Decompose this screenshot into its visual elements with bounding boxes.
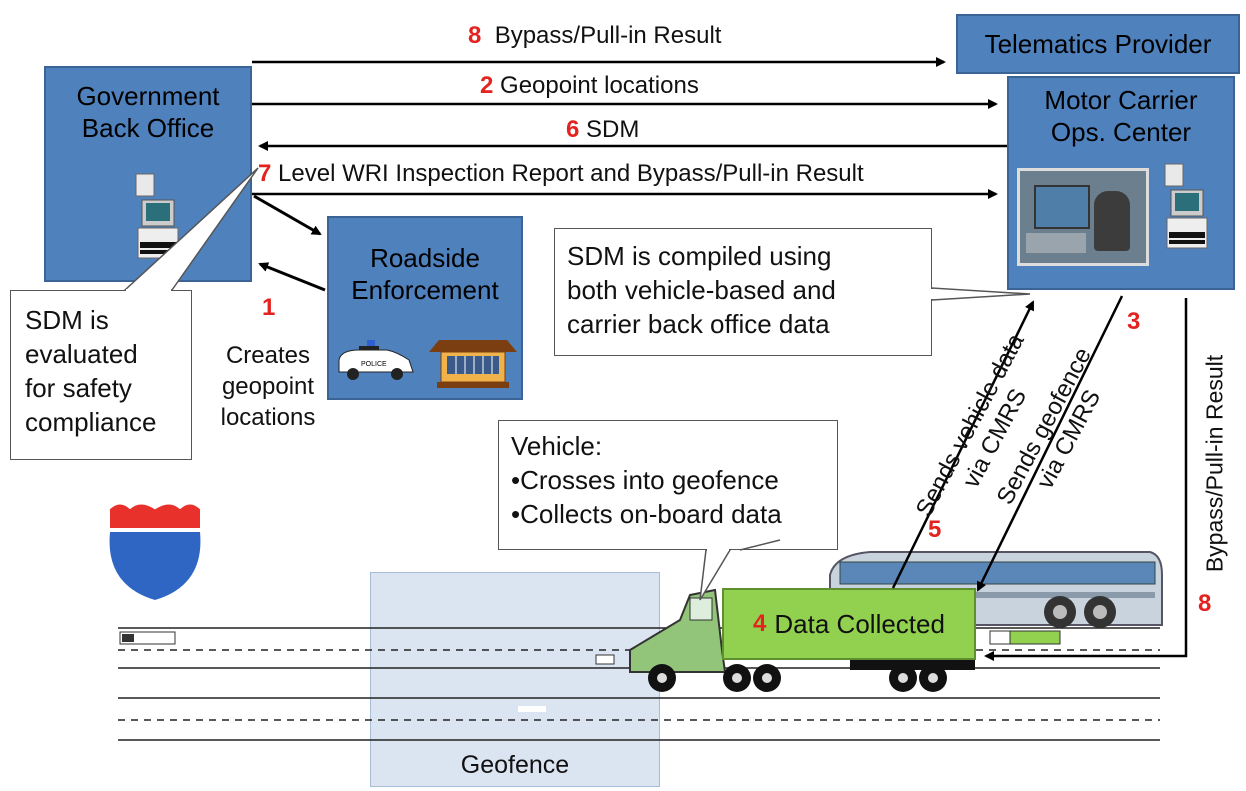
inspection-station-icon bbox=[429, 340, 517, 388]
arrow-5-vehicle-data bbox=[891, 300, 1035, 589]
telematics-provider: Telematics Provider bbox=[956, 14, 1240, 74]
roadside-enforcement: Roadside Enforcement POLICE bbox=[327, 216, 523, 400]
arrow-roadside-to-gov bbox=[258, 262, 326, 292]
arrow-gov-to-roadside bbox=[253, 194, 322, 236]
callout-line: •Collects on-board data bbox=[511, 499, 782, 529]
sdm-evaluated-callout: SDM is evaluated for safety compliance bbox=[10, 290, 192, 460]
step-4-number: 4 bbox=[753, 610, 767, 637]
arrow-8-right bbox=[984, 298, 1188, 661]
interstate-shield-icon bbox=[109, 504, 201, 600]
police-car-icon: POLICE bbox=[338, 340, 414, 380]
government-back-office: Government Back Office bbox=[44, 66, 252, 282]
callout-line: SDM is compiled using bbox=[567, 241, 832, 271]
step-8-right-number: 8 bbox=[1198, 590, 1212, 617]
motor-carrier-label-line2: Ops. Center bbox=[1050, 117, 1192, 147]
svg-text:POLICE: POLICE bbox=[361, 361, 387, 368]
step-1-label: Creates geopoint locations bbox=[220, 342, 316, 431]
enforcement-icons: POLICE bbox=[338, 340, 517, 388]
arrow-6-label: 6 SDM bbox=[566, 116, 640, 143]
callout-line: for safety bbox=[25, 373, 132, 403]
callout-tail-sdm-compiled bbox=[931, 287, 1031, 301]
callout-line: both vehicle-based and bbox=[567, 275, 836, 305]
computer-icon bbox=[135, 173, 179, 259]
motor-carrier-ops-center: Motor Carrier Ops. Center bbox=[1007, 76, 1235, 290]
telematics-provider-label: Telematics Provider bbox=[984, 29, 1212, 59]
arrow-7-label: 7 Level WRI Inspection Report and Bypass… bbox=[258, 160, 864, 187]
truck-icon bbox=[629, 588, 975, 692]
step-1-number: 1 bbox=[262, 294, 276, 321]
callout-line: SDM is bbox=[25, 305, 109, 335]
sdm-compiled-callout: SDM is compiled using both vehicle-based… bbox=[554, 228, 932, 356]
arrow-2-label: 2 Geopoint locations bbox=[480, 72, 699, 99]
callout-line: Vehicle: bbox=[511, 431, 603, 461]
callout-line: •Crosses into geofence bbox=[511, 465, 779, 495]
car-faded bbox=[518, 706, 546, 712]
arrow-8-top-label: 8 Bypass/Pull-in Result bbox=[468, 22, 722, 49]
callout-line: carrier back office data bbox=[567, 309, 830, 339]
callout-tail-vehicle bbox=[699, 549, 732, 601]
data-collected-box: 4 Data Collected bbox=[722, 588, 976, 660]
roadside-label-line1: Roadside bbox=[370, 243, 480, 273]
arrow-3-geofence bbox=[976, 295, 1124, 592]
roadside-label-line2: Enforcement bbox=[351, 275, 499, 305]
vehicle-callout: Vehicle: •Crosses into geofence •Collect… bbox=[498, 420, 838, 550]
geofence-zone: Geofence bbox=[370, 572, 660, 787]
callout-tail-sdm-eval bbox=[123, 167, 259, 291]
step-3-number: 3 bbox=[1127, 308, 1141, 335]
motor-carrier-label-line1: Motor Carrier bbox=[1044, 85, 1198, 115]
computer-icon bbox=[1164, 163, 1208, 249]
car-middle bbox=[595, 654, 615, 665]
step-5-number: 5 bbox=[928, 516, 942, 543]
ops-center-photo bbox=[1017, 168, 1149, 266]
arrow-8-right-label: Bypass/Pull-in Result bbox=[1201, 354, 1228, 573]
callout-line: compliance bbox=[25, 407, 157, 437]
government-label-line1: Government bbox=[76, 81, 220, 111]
callout-line: evaluated bbox=[25, 339, 138, 369]
government-label-line2: Back Office bbox=[81, 113, 215, 143]
geofence-label: Geofence bbox=[460, 751, 570, 779]
data-collected-label: Data Collected bbox=[774, 608, 945, 639]
